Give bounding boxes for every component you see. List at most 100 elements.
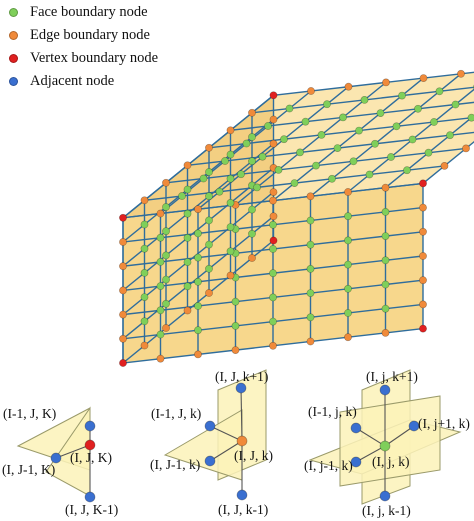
edge-node [162,178,170,187]
legend-item-edge: Edge boundary node [6,25,150,45]
face-node [398,91,406,100]
stencil-link [209,425,243,442]
face-node [226,247,235,256]
grid-line [422,140,474,184]
stencil-link [355,427,386,447]
stencil-link [240,387,243,442]
face-node [140,317,149,326]
face-node [365,170,374,179]
legend-label-edge: Edge boundary node [30,26,150,43]
adjacent-node [379,490,391,502]
grid-line [347,88,474,193]
face-node [269,220,277,229]
face-node [258,152,267,161]
face-node [156,257,165,266]
grid-line [122,118,274,243]
edge-node [269,188,278,196]
face-node [226,223,235,231]
legend-item-face: Face boundary node [6,2,148,22]
face-node [430,118,438,126]
face-node [328,174,336,183]
edge-node [156,354,165,363]
face-node [156,306,165,315]
face-node [156,282,165,290]
stencil-label: (I, J, k) [234,448,273,463]
face-node [306,264,315,273]
edge-node [269,115,278,124]
edge-node [344,82,353,91]
edge-node [119,286,127,295]
face-node [344,309,352,317]
face-node [205,240,213,249]
stencil-panel-depth [339,395,441,487]
edge-node [419,74,428,82]
adjacent-node [204,420,216,432]
face-node [435,87,444,96]
edge-node [156,209,165,218]
edge-node [194,205,202,214]
vertex-node [269,236,278,245]
adjacent-node [204,455,216,467]
adjacent-node [236,489,248,501]
edge-node-stencil: (I, J, k+1)(I-1, J, k)(I, J-1, k)(I, J, … [150,369,273,517]
edge-node [269,196,277,205]
face-node [376,109,385,117]
face-node [381,256,390,265]
edge-node [226,271,235,280]
face-node [285,104,294,113]
face-node [237,170,245,179]
legend-label-vertex: Vertex boundary node [30,49,159,66]
face-node [194,253,202,262]
vertex-node-center [84,439,96,451]
face-node [344,236,352,245]
edge-node [119,334,127,343]
face-node [140,268,149,277]
adjacent-node [350,456,362,468]
face-node [248,229,256,238]
adjacent-node [379,384,391,396]
grid-line [122,143,274,267]
face-node [381,207,390,216]
edge-node [419,227,427,236]
face-node [306,240,315,249]
grid-line [122,94,274,219]
vertex-node-stencil: (I-1, J, K)(I, J-1, K)(I, J, K)(I, J, K-… [2,406,118,517]
face-node [333,144,342,152]
stencil-label: (I, J, k-1) [218,502,268,517]
face-node [344,284,352,293]
stencil-label: (I, J-1, k) [150,457,200,472]
legend-label-adjacent: Adjacent node [30,72,115,89]
edge-node [344,333,352,342]
edge-node [119,238,127,246]
grid-line [122,191,274,316]
edge-node [226,126,235,135]
adjacent-node [235,382,247,394]
adjacent-node [350,422,362,434]
face-node [467,113,474,122]
edge-node [269,341,277,350]
face-node [248,157,256,166]
legend-item-adjacent: Adjacent node [6,71,114,91]
edge-node [419,300,427,309]
edge-node [205,143,213,152]
edge-node [307,87,315,95]
legend-item-vertex: Vertex boundary node [6,48,158,68]
face-node [269,293,277,302]
face-node [306,289,315,297]
face-node [253,183,261,192]
face-node [183,185,192,194]
legend-label-face: Face boundary node [30,3,148,20]
legend: Face boundary node Edge boundary node Ve… [6,2,246,96]
face-node [162,275,170,284]
vertex-node [419,179,427,188]
stencil-label: (I, j-1, k) [304,458,353,473]
grid-line [385,114,474,189]
grid-line [235,81,387,206]
stencil-label: (I, j+1, k) [418,416,470,431]
edge-node [381,183,390,192]
face-node [381,304,390,313]
face-node [156,330,165,339]
stencil-label: (I, j, k-1) [362,503,411,518]
face-node [156,233,165,242]
